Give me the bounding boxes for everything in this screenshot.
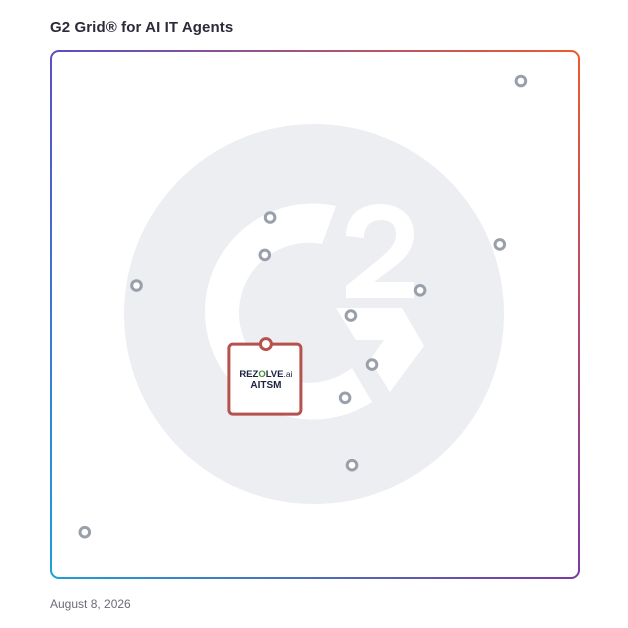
- vendor-logo-part-ai: .ai: [283, 369, 292, 379]
- vendor-logo-part-a: REZ: [239, 369, 258, 380]
- vendor-data-point[interactable]: [338, 391, 352, 405]
- vendor-data-point[interactable]: [258, 248, 272, 262]
- vendor-data-point[interactable]: [130, 279, 143, 292]
- highlighted-vendor[interactable]: REZOLVE.ai AITSM: [227, 337, 303, 416]
- vendor-logo-subtitle: AITSM: [250, 380, 281, 391]
- vendor-logo-text: REZOLVE.ai: [239, 369, 292, 380]
- vendor-data-point[interactable]: [413, 284, 427, 297]
- highlighted-vendor-point[interactable]: [258, 337, 273, 352]
- vendor-data-point[interactable]: [263, 211, 277, 224]
- vendor-data-point[interactable]: [514, 74, 528, 88]
- vendor-data-point[interactable]: [365, 358, 379, 371]
- vendor-data-point[interactable]: [78, 525, 92, 539]
- vendor-data-point[interactable]: [493, 238, 507, 251]
- vendor-data-point[interactable]: [344, 309, 358, 322]
- grid-frame: [50, 50, 580, 579]
- data-points: [78, 74, 528, 539]
- vendor-logo-part-c: LVE: [266, 369, 284, 380]
- vendor-logo-part-o: O: [258, 369, 265, 380]
- page-title: G2 Grid® for AI IT Agents: [50, 19, 234, 36]
- report-date: August 8, 2026: [50, 597, 131, 611]
- g2-watermark-logo: [124, 124, 504, 504]
- vendor-data-point[interactable]: [345, 458, 359, 472]
